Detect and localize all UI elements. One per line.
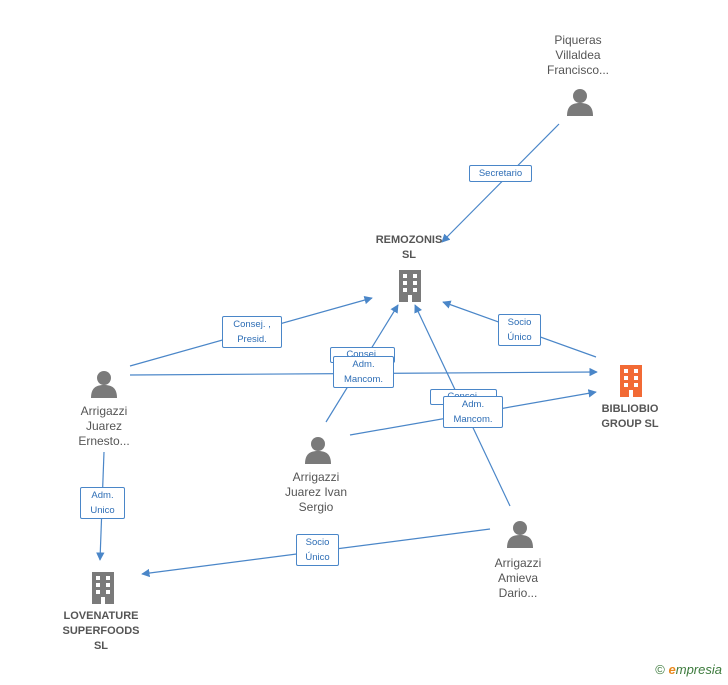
- node-label-lovenature[interactable]: LOVENATURE SUPERFOODS SL: [62, 610, 140, 652]
- edge-label-socio-unico-lovenature[interactable]: Socio Único: [296, 534, 339, 566]
- copyright-icon: ©: [655, 662, 665, 677]
- person-icon-ivan[interactable]: [304, 436, 332, 464]
- edge-piqueras-remozonis: [441, 123, 560, 243]
- node-label-remozonis[interactable]: REMOZONIS SL: [375, 234, 443, 261]
- edge-label-adm-mancom-ivan-remozonis[interactable]: Adm. Mancom.: [333, 356, 394, 388]
- person-icon-dario[interactable]: [506, 520, 534, 548]
- building-icon-bibliobio[interactable]: [616, 363, 646, 397]
- empresia-logo-initial: e: [668, 662, 676, 677]
- building-icon-lovenature[interactable]: [88, 570, 118, 604]
- node-label-piqueras[interactable]: Piqueras Villaldea Francisco...: [546, 33, 609, 77]
- empresia-logo-text: mpresia: [675, 662, 722, 677]
- edge-label-consej-presid[interactable]: Consej. , Presid.: [222, 316, 282, 348]
- node-label-ernesto[interactable]: Arrigazzi Juarez Ernesto...: [78, 404, 130, 448]
- node-label-bibliobio[interactable]: BIBLIOBIO GROUP SL: [601, 403, 659, 430]
- node-label-ivan[interactable]: Arrigazzi Juarez Ivan Sergio: [284, 470, 348, 514]
- edge-label-secretario[interactable]: Secretario: [469, 165, 532, 182]
- copyright-footer: © empresia: [655, 662, 722, 677]
- edge-label-adm-unico[interactable]: Adm. Unico: [80, 487, 125, 519]
- person-icon-piqueras[interactable]: [566, 88, 594, 116]
- node-label-dario[interactable]: Arrigazzi Amieva Dario...: [494, 556, 542, 600]
- building-icon-remozonis[interactable]: [395, 268, 425, 302]
- edge-label-adm-mancom-dario-bibliobio[interactable]: Adm. Mancom.: [443, 396, 503, 428]
- person-icon-ernesto[interactable]: [90, 370, 118, 398]
- edge-label-socio-unico-bibliobio[interactable]: Socio Único: [498, 314, 541, 346]
